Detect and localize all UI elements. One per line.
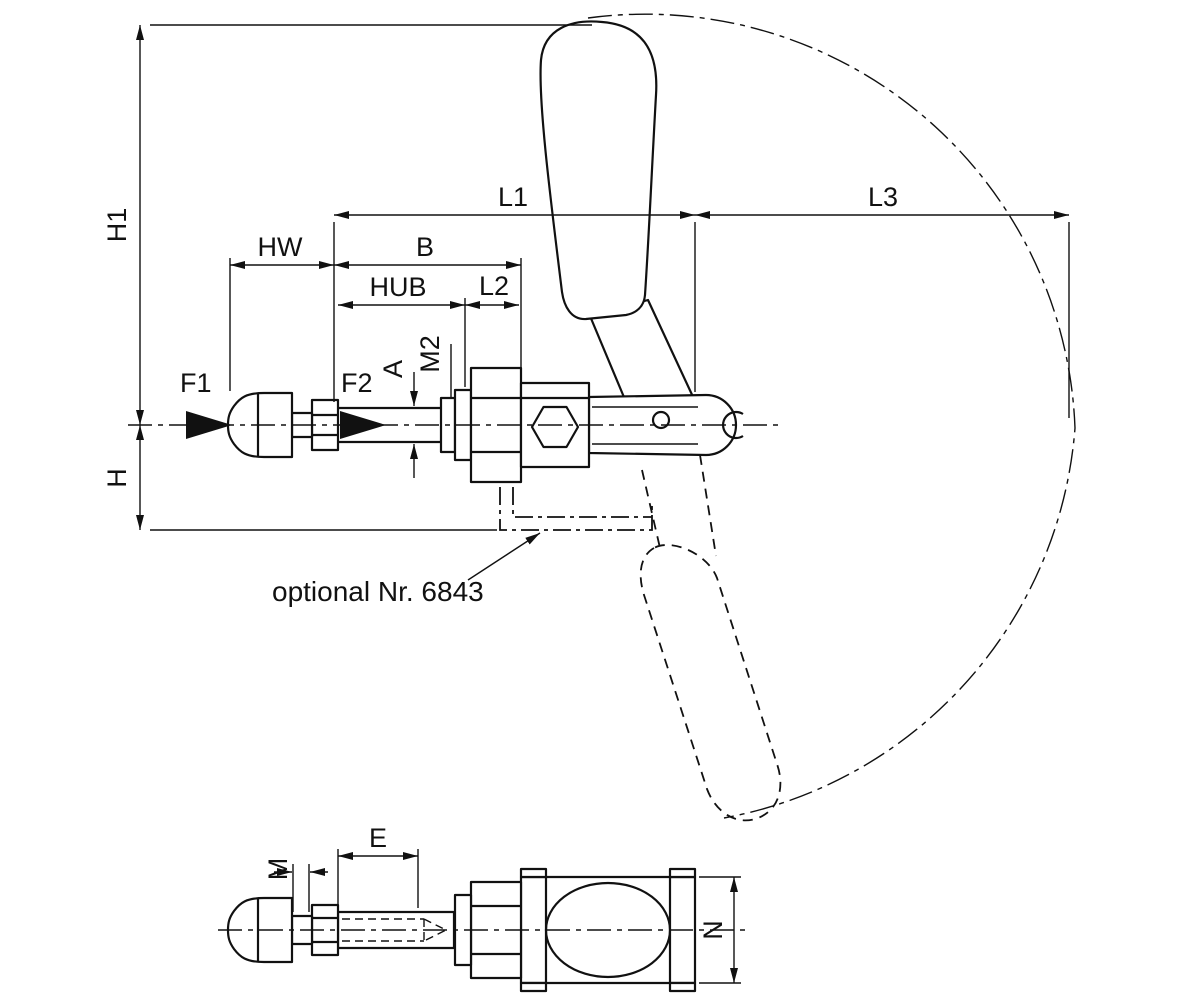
plan-assembly (226, 867, 697, 993)
bracket-inner-profile (512, 455, 652, 518)
dim-label-l3: L3 (868, 182, 898, 212)
dim-label-n: N (698, 920, 728, 940)
dimensions-side: H1 H L1 L3 HW B HUB L2 (102, 24, 1070, 607)
optional-bracket (499, 455, 653, 531)
released-handle-grip (639, 544, 782, 822)
pivot-hole (651, 410, 671, 430)
dim-label-l1: L1 (498, 182, 528, 212)
dim-label-m2: M2 (415, 335, 445, 373)
released-handle-shaft-line (699, 454, 717, 557)
dim-label-hw: HW (258, 232, 303, 262)
plan-body-tab (519, 867, 548, 879)
note-optional: optional Nr. 6843 (272, 576, 484, 607)
dimensions-plan: M E N (263, 823, 741, 984)
body-hex-recess (530, 405, 580, 449)
force-label-f1: F1 (180, 368, 212, 398)
plan-hidden-thread-tip (423, 918, 448, 942)
plan-view: M E N (218, 823, 748, 993)
dim-label-b: B (416, 232, 434, 262)
note-leader-line (467, 532, 541, 581)
plan-body-tab (668, 867, 697, 879)
plan-body-tab (668, 981, 697, 993)
dim-label-e: E (369, 823, 387, 853)
side-view: H1 H L1 L3 HW B HUB L2 (102, 13, 1076, 822)
force-arrow-f1 (186, 411, 232, 439)
dim-label-l2: L2 (479, 271, 509, 301)
dim-label-h: H (102, 468, 132, 488)
dim-label-a: A (378, 360, 408, 378)
dim-label-h1: H1 (102, 208, 132, 243)
handle-grip (539, 20, 658, 321)
plan-body-tab (519, 981, 548, 993)
clamp-assembly (226, 20, 744, 484)
released-handle-dashed (639, 454, 782, 822)
force-label-f2: F2 (341, 368, 373, 398)
force-arrow-f2 (340, 411, 386, 439)
dim-label-hub: HUB (369, 272, 426, 302)
released-handle-shaft-line (641, 469, 661, 549)
dim-label-m: M (263, 858, 293, 881)
